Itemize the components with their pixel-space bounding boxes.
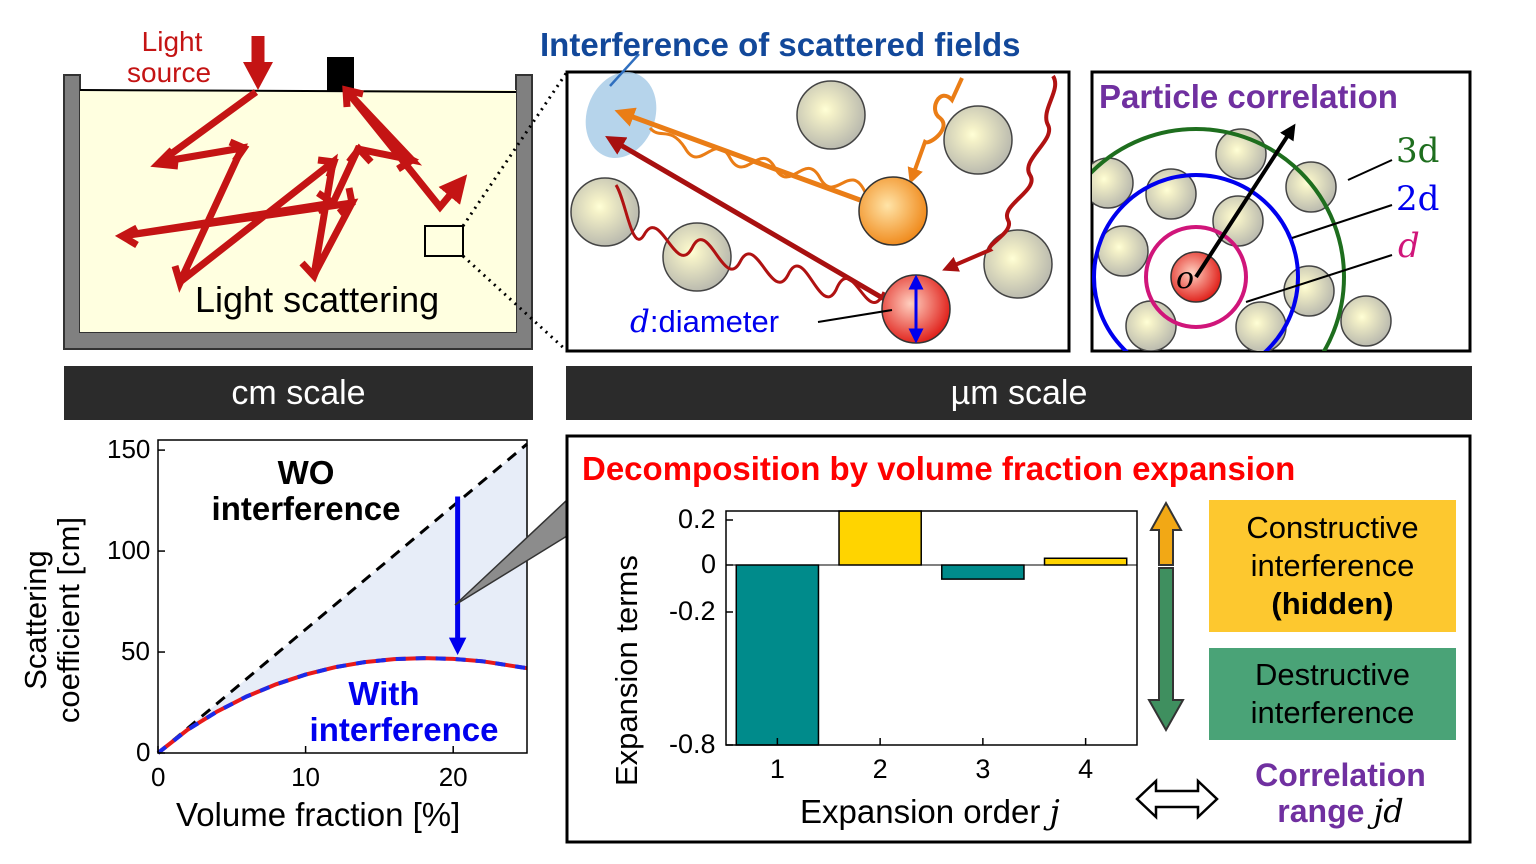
diameter-symbol: d — [630, 304, 650, 340]
light-source-line2: source — [127, 57, 212, 89]
gap-fill — [158, 444, 527, 753]
ring-d-label: d — [1398, 226, 1420, 266]
with-line1: With — [348, 675, 420, 712]
ring-2d — [1092, 173, 1300, 351]
chart-xlabel: Volume fraction [%] — [176, 796, 461, 833]
y-tick-label: 100 — [107, 535, 151, 566]
decomposition-title: Decomposition by volume fraction expansi… — [582, 450, 1296, 487]
with-interference-label: With interference — [290, 675, 518, 749]
wo-interference-line — [157, 442, 528, 755]
cm-scale-bar: cm scale — [64, 366, 533, 420]
bar-x-tick-label: 1 — [769, 754, 785, 784]
wo-line2: interference — [211, 490, 401, 528]
constructive-box: Constructive interference (hidden) — [1209, 500, 1456, 632]
constructive-line3: (hidden) — [1271, 585, 1394, 621]
correlation-panel — [1090, 70, 1472, 353]
container-diagram — [63, 36, 569, 353]
correlation-title: Particle correlation — [1099, 78, 1398, 115]
ring-3d — [1092, 127, 1346, 351]
chart-ylabel: Scattering coefficient [cm] — [18, 495, 86, 745]
constructive-line2: interference — [1250, 548, 1415, 584]
bar-y-tick-label: -0.2 — [669, 596, 716, 626]
ylabel-line1: Scattering — [18, 550, 53, 690]
correlation-range-label: Correlation range jd — [1228, 757, 1453, 830]
light-source-label: Light source — [127, 26, 211, 89]
ring-2d-label: 2d — [1396, 179, 1440, 219]
detector-icon — [327, 57, 354, 91]
um-scale-bar: µm scale — [566, 366, 1472, 420]
correlation-double-arrow — [1135, 778, 1219, 820]
wo-interference-label: WO interference — [192, 454, 420, 528]
y-tick-label: 150 — [107, 434, 151, 465]
constructive-arrow — [1149, 500, 1183, 566]
bar-y-tick-label: 0.2 — [678, 504, 716, 534]
bar-ylabel: Expansion terms — [609, 555, 644, 786]
origin-label: o — [1176, 261, 1195, 296]
destructive-box: Destructive interference — [1209, 648, 1456, 740]
ring-3d-label: 3d — [1396, 131, 1440, 171]
correlation-line1: Correlation — [1255, 757, 1426, 793]
ylabel-line2: coefficient [cm] — [50, 516, 86, 724]
interference-title: Interference of scattered fields — [540, 26, 1021, 63]
diameter-label: d:diameter — [630, 306, 779, 338]
x-tick-label: 20 — [438, 762, 468, 792]
y-tick-label: 0 — [136, 737, 151, 767]
x-tick-label: 0 — [151, 762, 166, 792]
expansion-bar-chart — [725, 510, 1138, 746]
bar-xlabel: Expansion order j — [800, 795, 1060, 828]
with-line2: interference — [309, 711, 499, 749]
bar-x-tick-label: 3 — [975, 754, 991, 784]
constructive-line1: Constructive — [1246, 510, 1419, 546]
bar-plot-frame — [725, 510, 1138, 746]
bar-y-tick-label: -0.8 — [669, 729, 716, 759]
with-interference-line — [156, 656, 528, 755]
range-word: range — [1277, 792, 1374, 829]
bar-order-3 — [941, 564, 1025, 580]
x-tick-label: 10 — [291, 762, 321, 792]
light-source-line1: Light — [141, 26, 203, 57]
wo-line1: WO — [277, 454, 335, 491]
destructive-line1: Destructive — [1254, 657, 1411, 693]
micro-panel — [565, 53, 1071, 353]
light-scattering-label: Light scattering — [195, 279, 440, 320]
ring-1d — [1144, 225, 1248, 329]
zoom-box — [424, 225, 464, 257]
bar-x-tick-label: 4 — [1078, 754, 1094, 784]
bar-x-tick-label: 2 — [872, 754, 888, 784]
jd-symbol: jd — [1373, 791, 1404, 830]
bar-xlabel-text: Expansion order — [800, 793, 1050, 830]
particle-orange — [858, 176, 928, 246]
destructive-line2: interference — [1250, 695, 1415, 730]
scattering-chart — [156, 439, 528, 755]
bar-order-1 — [735, 564, 820, 746]
bar-order-4 — [1043, 557, 1128, 566]
scattering-path — [121, 87, 468, 285]
diameter-text: :diameter — [649, 304, 780, 339]
correlation-line2: range jd — [1228, 791, 1453, 830]
j-symbol: j — [1049, 792, 1060, 831]
plot-frame — [157, 439, 528, 754]
bar-y-tick-label: 0 — [701, 549, 717, 579]
bar-order-2 — [838, 510, 922, 566]
destructive-arrow — [1147, 567, 1185, 733]
y-tick-label: 50 — [121, 636, 150, 667]
